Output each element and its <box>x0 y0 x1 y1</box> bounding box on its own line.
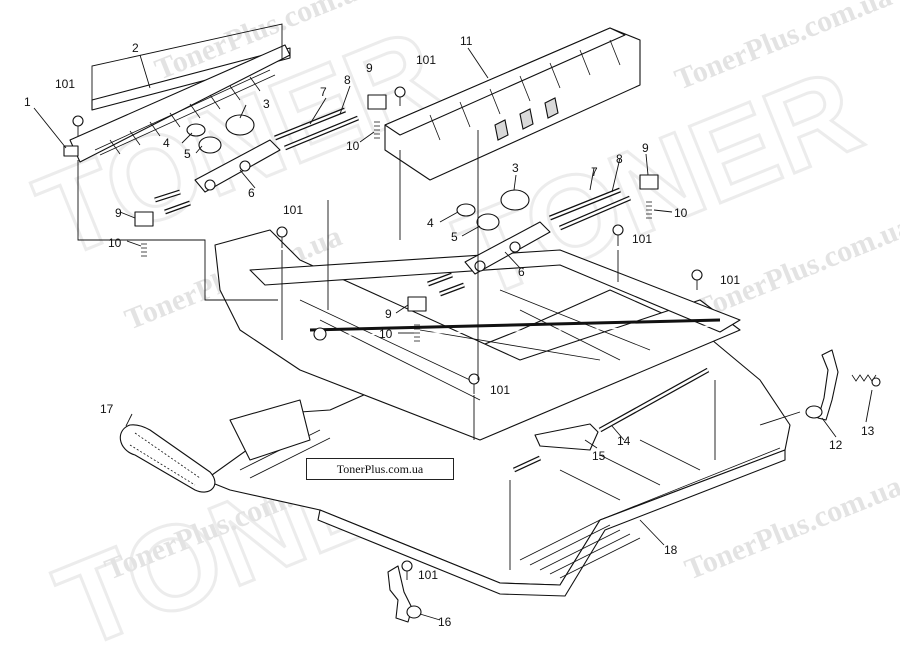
lever-bottom <box>387 565 422 623</box>
guide-plate <box>63 44 291 163</box>
callout-4: 4 <box>427 216 434 230</box>
tray-frame <box>204 229 791 597</box>
callout-14: 14 <box>617 434 631 448</box>
bushings-and-springs <box>134 94 659 342</box>
callout-101: 101 <box>418 568 438 582</box>
callout-leaders <box>33 47 873 621</box>
callout-101: 101 <box>55 77 75 91</box>
callout-2: 2 <box>132 41 139 55</box>
roller-set-upper <box>154 107 359 215</box>
callout-9: 9 <box>642 141 649 155</box>
callout-15: 15 <box>592 449 606 463</box>
callout-4: 4 <box>163 136 170 150</box>
callout-101: 101 <box>490 383 510 397</box>
callout-101: 101 <box>632 232 652 246</box>
callout-101: 101 <box>720 273 740 287</box>
site-label: TonerPlus.com.ua <box>306 458 454 480</box>
callout-3: 3 <box>512 161 519 175</box>
callout-101: 101 <box>283 203 303 217</box>
guide-bar <box>512 367 710 473</box>
callout-5: 5 <box>451 230 458 244</box>
callout-8: 8 <box>344 73 351 87</box>
callout-16: 16 <box>438 615 452 629</box>
callout-7: 7 <box>591 165 598 179</box>
upper-cover <box>384 27 641 181</box>
callout-8: 8 <box>616 152 623 166</box>
callout-1: 1 <box>24 95 31 109</box>
callout-10: 10 <box>674 206 688 220</box>
callout-12: 12 <box>829 438 843 452</box>
callout-7: 7 <box>320 85 327 99</box>
callout-18: 18 <box>664 543 678 557</box>
callout-9: 9 <box>115 206 122 220</box>
callout-10: 10 <box>108 236 122 250</box>
callout-5: 5 <box>184 147 191 161</box>
callout-9: 9 <box>366 61 373 75</box>
callout-11: 11 <box>460 34 473 48</box>
callout-17: 17 <box>100 402 114 416</box>
callouts: 1 2 101 3 4 5 6 7 8 9 101 10 11 9 10 101… <box>24 34 875 629</box>
callout-10: 10 <box>379 327 393 341</box>
callout-6: 6 <box>518 265 525 279</box>
callout-3: 3 <box>263 97 270 111</box>
lever-right <box>805 349 881 421</box>
screws <box>72 86 703 580</box>
callout-13: 13 <box>861 424 875 438</box>
callout-6: 6 <box>248 186 255 200</box>
callout-10: 10 <box>346 139 360 153</box>
roller-set-lower <box>427 187 631 297</box>
callout-9: 9 <box>385 307 392 321</box>
callout-101: 101 <box>416 53 436 67</box>
belt <box>119 424 216 493</box>
assembly-guide-lines <box>77 23 801 570</box>
